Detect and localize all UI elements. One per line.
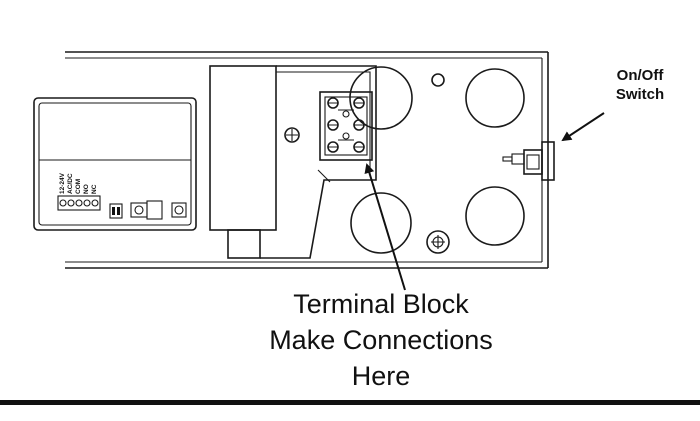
bottom-divider — [0, 400, 700, 405]
terminal-label-line2: Make Connections — [269, 325, 493, 355]
pin-label: AC/DC — [67, 173, 74, 194]
sensor-module: 12-24V AC/DC COM NO NC — [33, 97, 197, 231]
pin-label: NC — [91, 184, 98, 194]
switch-arrow — [561, 112, 605, 142]
dip-switch — [109, 203, 123, 219]
screw-icon — [284, 127, 300, 143]
pin-label: COM — [75, 179, 82, 194]
transformer — [209, 65, 277, 259]
terminal-arrow — [364, 163, 406, 291]
switch-label-line2: Switch — [616, 86, 664, 103]
terminal-label-line1: Terminal Block — [293, 289, 469, 319]
pin-label: 12-24V — [59, 172, 66, 194]
enclosure — [65, 51, 549, 269]
mounting-bracket — [260, 65, 377, 259]
pin-label: NO — [83, 184, 90, 194]
potentiometer — [130, 200, 163, 220]
terminal-block — [319, 91, 373, 161]
indicator-led — [171, 202, 187, 218]
module-terminal-strip — [57, 195, 101, 211]
knockout-holes — [349, 66, 525, 254]
switch-label-line1: On/Off — [617, 67, 665, 84]
screw-icon — [426, 230, 450, 254]
on-off-switch — [502, 141, 555, 181]
terminal-label-line3: Here — [352, 361, 411, 391]
